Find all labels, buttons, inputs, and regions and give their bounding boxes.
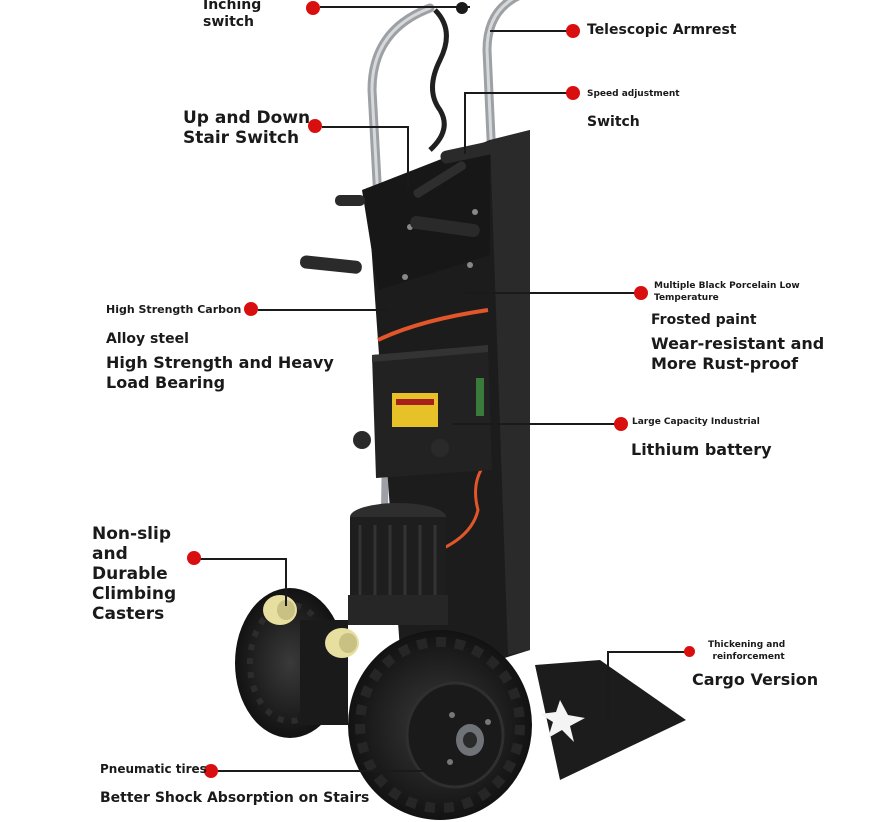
marker-dot-battery bbox=[614, 417, 628, 431]
label-thickening-line-2: reinforcement bbox=[712, 652, 785, 662]
leader-line-cargo-v bbox=[607, 651, 609, 719]
leader-line-inching bbox=[320, 6, 470, 8]
label-casters-line-4: Climbing bbox=[92, 584, 177, 604]
label-casters-line-3: Durable bbox=[92, 564, 168, 584]
label-porcelain-line-1: Multiple Black Porcelain Low bbox=[654, 281, 800, 291]
marker-dot-porcelain bbox=[634, 286, 648, 300]
leader-line-speed-v bbox=[464, 92, 466, 154]
label-speed-adjustment: Speed adjustment bbox=[587, 89, 680, 99]
label-casters-line-5: Casters bbox=[92, 604, 165, 624]
label-casters-line-2: and bbox=[92, 544, 128, 564]
label-lithium-battery: Lithium battery bbox=[631, 440, 772, 459]
marker-dot-carbon bbox=[244, 302, 258, 316]
label-load-bearing: High Strength and Heavy Load Bearing bbox=[106, 353, 334, 393]
label-high-strength-carbon: High Strength Carbon bbox=[106, 303, 242, 316]
label-updown-line-1: Up and Down bbox=[183, 108, 311, 128]
marker-dot-cargo bbox=[684, 646, 695, 657]
leader-line-tires bbox=[218, 770, 433, 772]
label-up-down-switch: Up and Down Stair Switch bbox=[183, 108, 310, 148]
leader-line-porcelain bbox=[465, 292, 640, 294]
label-telescopic-armrest: Telescopic Armrest bbox=[587, 22, 737, 38]
label-thickening-line-1: Thickening and bbox=[708, 640, 786, 650]
label-shock-absorption: Better Shock Absorption on Stairs bbox=[100, 790, 370, 806]
marker-dot-inching bbox=[306, 1, 320, 15]
label-updown-line-2: Stair Switch bbox=[183, 128, 300, 148]
label-cargo-version: Cargo Version bbox=[692, 670, 819, 689]
marker-dot-updown bbox=[308, 119, 322, 133]
label-speed-switch: Switch bbox=[587, 114, 640, 130]
leader-line-updown-v bbox=[407, 126, 409, 188]
leader-line-speed-h bbox=[464, 92, 572, 94]
label-alloy-steel: Alloy steel bbox=[106, 331, 189, 347]
label-casters-line-1: Non-slip bbox=[92, 524, 172, 544]
label-inching-line-2: switch bbox=[203, 14, 255, 30]
marker-dot-tires bbox=[204, 764, 218, 778]
label-thickening: Thickening and reinforcement bbox=[708, 639, 785, 663]
label-load-line-1: High Strength and Heavy bbox=[106, 353, 334, 372]
label-frosted-paint: Frosted paint bbox=[651, 312, 757, 328]
label-porcelain-line-2: Temperature bbox=[654, 293, 719, 303]
label-wear-line-1: Wear-resistant and bbox=[651, 334, 825, 353]
leader-line-armrest bbox=[490, 30, 572, 32]
label-pneumatic-tires: Pneumatic tires bbox=[100, 762, 207, 776]
marker-dot-casters bbox=[187, 551, 201, 565]
label-load-line-2: Load Bearing bbox=[106, 373, 226, 392]
marker-dot-speed bbox=[566, 86, 580, 100]
label-wear-line-2: More Rust-proof bbox=[651, 354, 799, 373]
leader-line-battery bbox=[452, 423, 620, 425]
marker-dot-armrest bbox=[566, 24, 580, 38]
label-casters: Non-slip and Durable Climbing Casters bbox=[92, 524, 176, 624]
label-inching-line-1: Inching bbox=[203, 0, 262, 13]
label-porcelain: Multiple Black Porcelain Low Temperature bbox=[654, 280, 800, 304]
leader-line-updown-h bbox=[322, 126, 408, 128]
label-wear-resistant: Wear-resistant and More Rust-proof bbox=[651, 334, 824, 374]
leader-line-casters-v bbox=[285, 558, 287, 606]
leader-line-carbon bbox=[258, 309, 388, 311]
label-inching-switch: Inching switch bbox=[203, 0, 261, 31]
label-large-capacity: Large Capacity Industrial bbox=[632, 417, 760, 427]
leader-line-cargo-h bbox=[608, 651, 688, 653]
leader-line-casters-h bbox=[200, 558, 286, 560]
